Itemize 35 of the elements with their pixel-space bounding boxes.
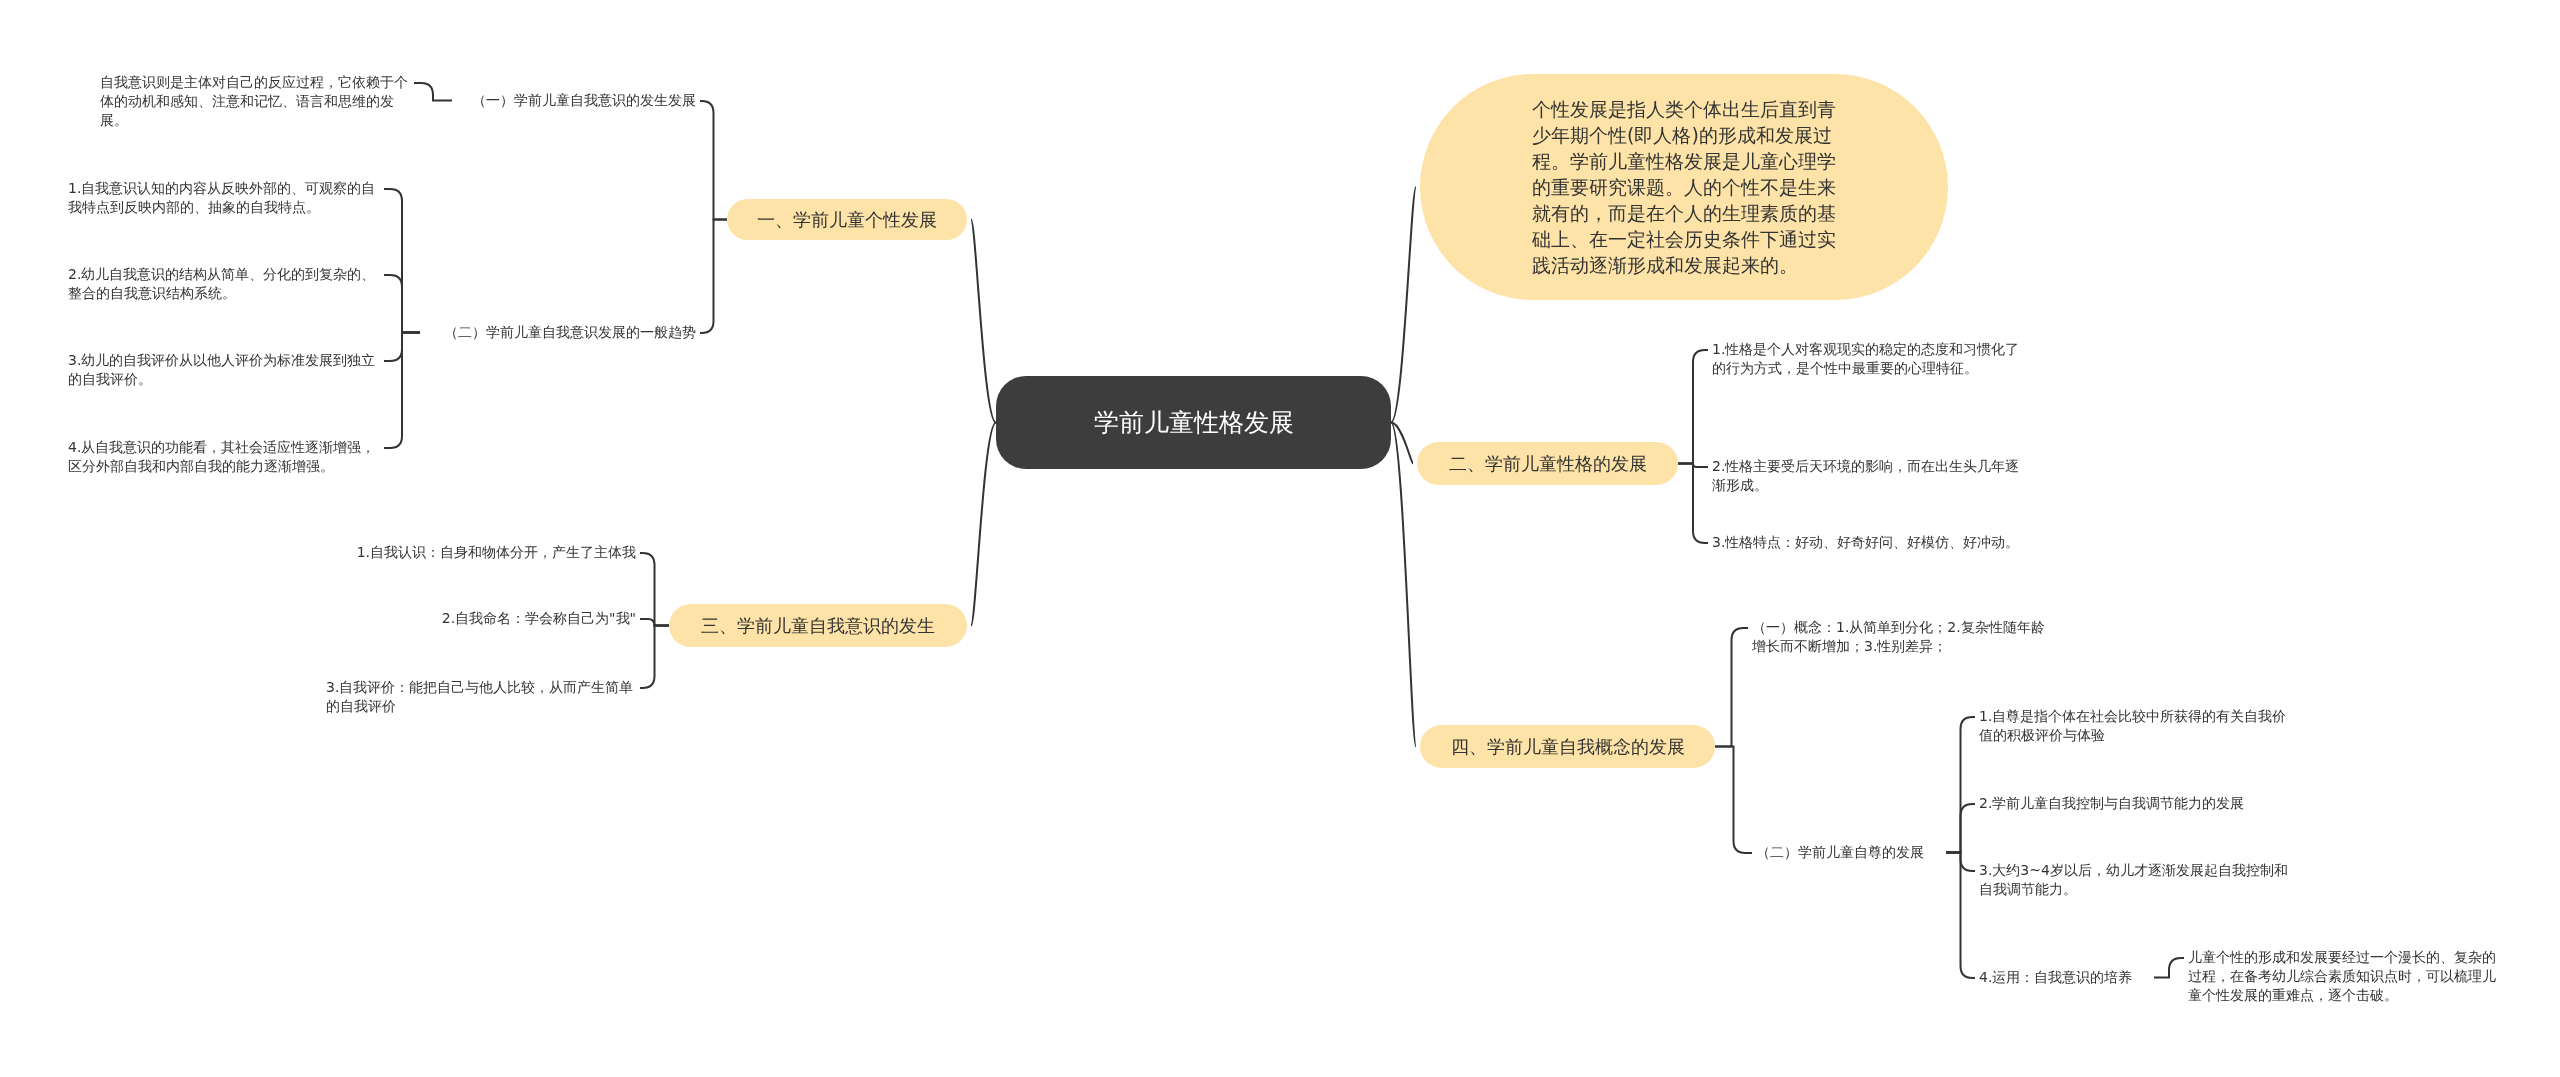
note-bubble: 个性发展是指人类个体出生后直到青少年期个性(即人格)的形成和发展过程。学前儿童性格发展是儿童心理学的重要研究课题。人的个性不是生来就有的，而是在个人的生理素质的基础上、在一定社会历史条件下通过实践活动逐渐形成和发展起来的。 [1420, 74, 1948, 300]
connector-line [699, 218, 728, 334]
subtopic-text: 自我意识则是主体对自己的反应过程，它依赖于个体的动机和感知、注意和记忆、语言和思维的发展。 [100, 73, 410, 130]
subtopic-text: 3.性格特点：好动、好奇好问、好模仿、好冲动。 [1712, 533, 2027, 552]
branch-topic: 一、学前儿童个性发展 [727, 199, 967, 240]
subtopic-text: 2.学前儿童自我控制与自我调节能力的发展 [1979, 794, 2289, 813]
branch-topic: 三、学前儿童自我意识的发生 [669, 604, 967, 647]
connector-line [1390, 421, 1414, 465]
subtopic-text: 儿童个性的形成和发展要经过一个漫长的、复杂的过程，在备考幼儿综合素质知识点时，可以梳理儿童个性发展的重难点，逐个击破。 [2188, 948, 2503, 1005]
subtopic-text: 1.自尊是指个体在社会比较中所获得的有关自我价值的积极评价与体验 [1979, 707, 2289, 745]
subtopic-text: （二）学前儿童自我意识发展的一般趋势 [420, 323, 696, 342]
connector-line [2153, 957, 2185, 979]
central-topic: 学前儿童性格发展 [996, 376, 1391, 469]
subtopic-text: 1.自我认识：自身和物体分开，产生了主体我 [320, 543, 636, 562]
connector-line [970, 218, 997, 424]
subtopic-text: 3.幼儿的自我评价从以他人评价为标准发展到独立的自我评价。 [68, 351, 380, 389]
subtopic-text: （一）概念：1.从简单到分化；2.复杂性随年龄增长而不断增加；3.性别差异； [1752, 618, 2057, 656]
connector-line [1677, 462, 1709, 544]
subtopic-text: 2.性格主要受后天环境的影响，而在出生头几年逐渐形成。 [1712, 457, 2027, 495]
subtopic-text: 2.幼儿自我意识的结构从简单、分化的到复杂的、整合的自我意识结构系统。 [68, 265, 380, 303]
connector-line [1390, 186, 1417, 424]
branch-topic: 二、学前儿童性格的发展 [1417, 442, 1678, 485]
connector-line [1390, 421, 1417, 748]
subtopic-text: 2.自我命名：学会称自己为"我" [420, 609, 636, 628]
subtopic-text: 3.大约3~4岁以后，幼儿才逐渐发展起自我控制和自我调节能力。 [1979, 861, 2289, 899]
subtopic-text: 4.从自我意识的功能看，其社会适应性逐渐增强，区分外部自我和内部自我的能力逐渐增强。 [68, 438, 380, 476]
branch-topic: 四、学前儿童自我概念的发展 [1420, 725, 1715, 768]
subtopic-text: 1.性格是个人对客观现实的稳定的态度和习惯化了的行为方式，是个性中最重要的心理特征。 [1712, 340, 2027, 378]
subtopic-text: 1.自我意识认知的内容从反映外部的、可观察的自我特点到反映内部的、抽象的自我特点。 [68, 179, 380, 217]
subtopic-text: （一）学前儿童自我意识的发生发展 [452, 91, 696, 110]
subtopic-text: 3.自我评价：能把自己与他人比较，从而产生简单的自我评价 [326, 678, 636, 716]
subtopic-text: 4.运用：自我意识的培养 [1979, 968, 2154, 987]
connector-line [413, 82, 453, 102]
subtopic-text: （二）学前儿童自尊的发展 [1756, 843, 1946, 862]
connector-line [970, 421, 997, 627]
